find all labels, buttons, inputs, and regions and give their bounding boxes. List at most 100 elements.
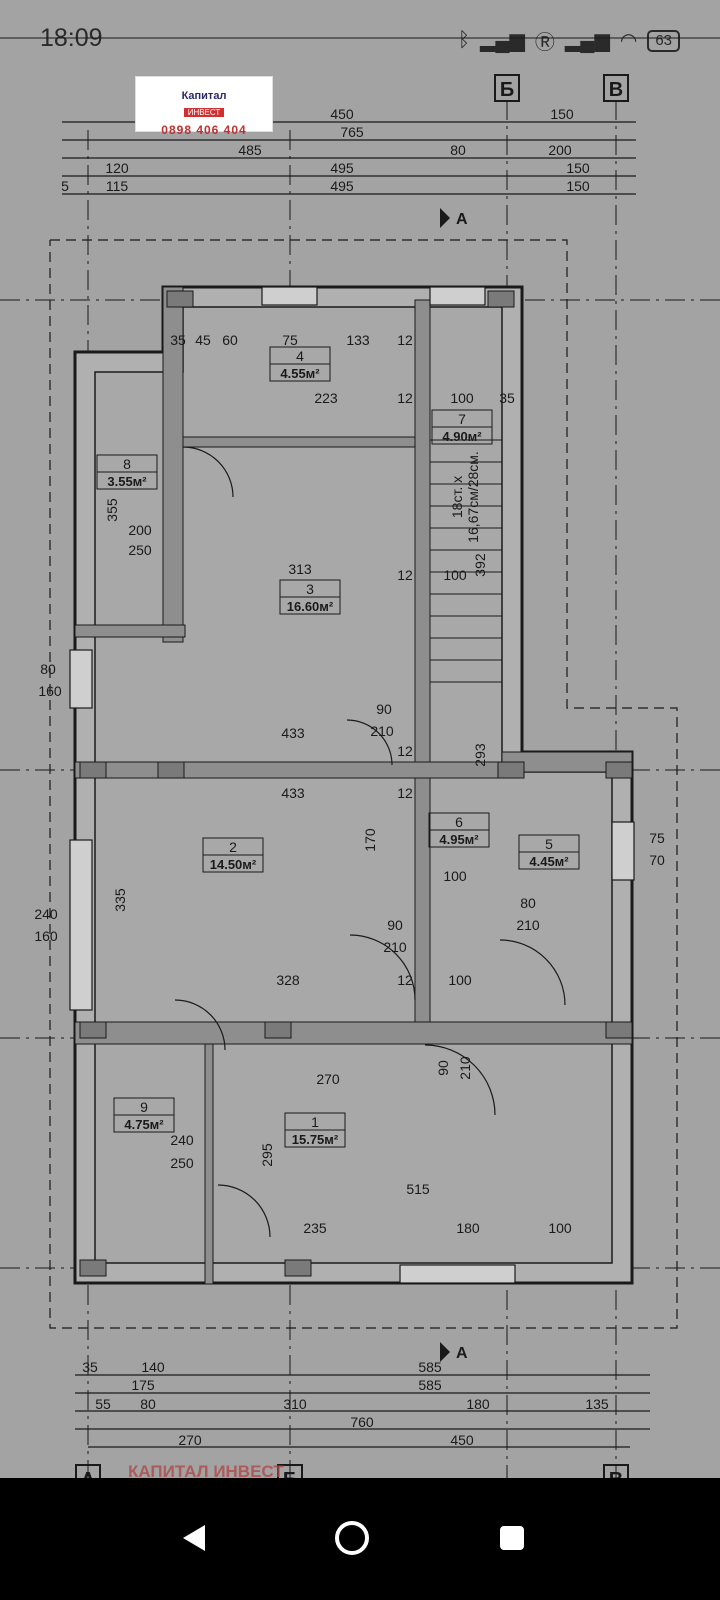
signal-icon: ▂▄▆	[479, 30, 525, 52]
column-hatch	[79, 1021, 107, 1039]
dimension-label-inner: 60	[222, 332, 238, 348]
recents-icon	[500, 1526, 524, 1550]
dimension-label-inner: 90	[376, 701, 392, 717]
dimension-label-bottom: 135	[585, 1396, 609, 1412]
dimension-label-bottom: 760	[350, 1414, 374, 1430]
dimension-label-inner: 210	[383, 939, 407, 955]
section-arrow-icon	[440, 208, 450, 228]
dimension-label-inner: 90	[387, 917, 403, 933]
stairs-note: 16,67см/28см.	[465, 451, 481, 543]
room-area: 4.55м²	[280, 366, 320, 381]
battery-icon: 63	[647, 29, 680, 52]
dimension-label-bottom: 270	[178, 1432, 202, 1448]
agency-logo: Капитал ИНВЕСТ 0898 406 404	[135, 76, 273, 137]
door-swing	[349, 934, 416, 1001]
dimension-label-bottom: 450	[450, 1432, 474, 1448]
dimension-label-inner: 270	[316, 1071, 340, 1087]
dimension-label-inner: 210	[516, 917, 540, 933]
back-button[interactable]	[164, 1508, 224, 1568]
room-area: 14.50м²	[210, 857, 257, 872]
dimension-label-top: 115	[106, 178, 129, 194]
wall	[74, 1021, 633, 1045]
dimension-label-top: 495	[330, 178, 354, 194]
dimension-label-inner: 35	[499, 390, 515, 406]
door-swing	[174, 999, 226, 1051]
dimension-label-side: 160	[38, 683, 62, 699]
status-icons: ᛒ ▂▄▆ Ⓡ ▂▄▆ ◠ 63	[458, 26, 680, 55]
floor-plan[interactable]: БВАБВAA450150765485802001204951505115495…	[0, 0, 720, 1478]
dimension-label-inner: 250	[170, 1155, 194, 1171]
room-number: 4	[296, 348, 304, 364]
dimension-label-side: 75	[649, 830, 665, 846]
dimension-label-bottom: 140	[141, 1359, 165, 1375]
column-hatch	[157, 761, 185, 779]
room-area: 4.75м²	[124, 1117, 164, 1132]
recents-button[interactable]	[482, 1508, 542, 1568]
axis-marker-box	[75, 1464, 101, 1478]
navigation-bar	[0, 1478, 720, 1600]
dimension-label-inner: 515	[406, 1181, 430, 1197]
room-number: 8	[123, 456, 131, 472]
dimension-label-bottom: 55	[95, 1396, 111, 1412]
dimension-label-inner: 355	[104, 498, 120, 522]
dimension-label-inner: 433	[281, 725, 305, 741]
home-button[interactable]	[322, 1508, 382, 1568]
column-hatch	[264, 1021, 292, 1039]
stairs-note: 18ст. x	[449, 476, 465, 518]
dimension-label-inner: 223	[314, 390, 338, 406]
section-label: A	[456, 1345, 468, 1362]
door-swing	[182, 446, 234, 498]
dimension-label-inner: 433	[281, 785, 305, 801]
back-icon	[183, 1525, 205, 1551]
dimension-label-top: 200	[548, 142, 572, 158]
dimension-label-top: 80	[450, 142, 466, 158]
dimension-label-inner: 210	[457, 1056, 473, 1080]
dimension-label-inner: 210	[370, 723, 394, 739]
room-area: 3.55м²	[107, 474, 147, 489]
dimension-label-inner: 295	[259, 1143, 275, 1167]
dimension-label-inner: 200	[128, 522, 152, 538]
logo-phone: 0898 406 404	[161, 123, 247, 137]
dimension-label-inner: 180	[456, 1220, 480, 1236]
dimension-label-inner: 133	[346, 332, 370, 348]
dimension-label-bottom: 310	[283, 1396, 307, 1412]
dimension-label-side: 160	[34, 928, 58, 944]
dimension-label-inner: 328	[276, 972, 300, 988]
column-hatch	[605, 761, 633, 779]
wall	[204, 1043, 214, 1285]
window	[429, 286, 486, 306]
dimension-label-top: 5	[61, 178, 69, 194]
dimension-label-inner: 45	[195, 332, 211, 348]
column-hatch	[284, 1259, 312, 1277]
column-hatch	[79, 1259, 107, 1277]
dimension-label-inner: 293	[472, 743, 488, 767]
dimension-label-inner: 75	[282, 332, 298, 348]
dimension-label-bottom: 80	[140, 1396, 156, 1412]
room-number: 7	[458, 411, 466, 427]
column-hatch	[497, 761, 525, 779]
door-swing	[499, 939, 566, 1006]
axis-marker-box	[603, 1464, 629, 1478]
dimension-label-inner: 35	[170, 332, 186, 348]
dimension-label-bottom: 585	[418, 1377, 442, 1393]
door-swing	[217, 1184, 271, 1238]
dimension-label-inner: 100	[443, 567, 467, 583]
dimension-label-inner: 100	[443, 868, 467, 884]
axis-marker-box	[494, 74, 520, 102]
room-area: 4.95м²	[439, 832, 479, 847]
dimension-label-inner: 12	[397, 390, 413, 406]
dimension-label-inner: 100	[450, 390, 474, 406]
stair-wall	[414, 299, 431, 1041]
section-label: A	[456, 211, 468, 228]
dimension-label-inner: 392	[472, 553, 488, 577]
dimension-label-inner: 250	[128, 542, 152, 558]
window	[69, 649, 93, 709]
dimension-label-inner: 100	[448, 972, 472, 988]
dimension-label-side: 240	[34, 906, 58, 922]
dimension-label-top: 120	[105, 160, 129, 176]
room-number: 1	[311, 1114, 319, 1130]
axis-marker: В	[609, 79, 623, 101]
column-hatch	[79, 761, 107, 779]
dimension-label-inner: 90	[435, 1060, 451, 1076]
room-number: 9	[140, 1099, 148, 1115]
